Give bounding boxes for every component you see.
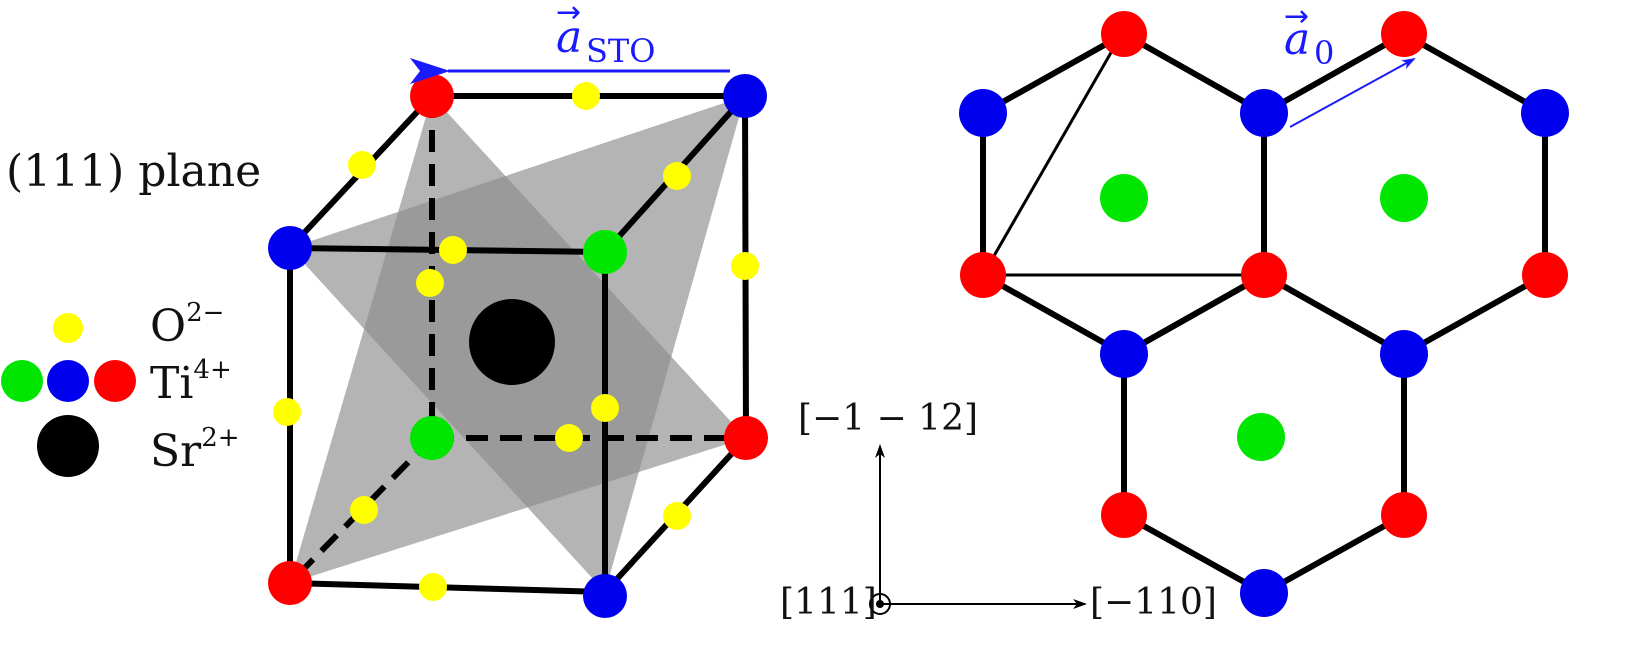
ti-atom-red [1522,252,1568,298]
ti-atom-green [583,230,627,274]
ti-atom-green [1237,413,1285,461]
axis-out-label: [111] [780,582,877,623]
a0-subscript: 0 [1314,34,1334,72]
legend-sr-label: Sr2+ [150,423,240,477]
ti-atom-blue [1521,89,1569,137]
a0-vector [1289,58,1416,128]
ti-atom-red [268,561,312,605]
ti-atom-red [1381,11,1427,57]
legend-sr-swatch [37,415,99,477]
legend-o-label: O2− [150,298,224,352]
ti-atom-blue [1380,330,1428,378]
a0-arrow: → [1284,0,1309,34]
hex-lattice: → a 0 [959,0,1569,617]
ti-atom-blue [1100,330,1148,378]
a-sto-label: a [556,12,582,63]
legend-ti-red-swatch [94,360,136,402]
ti-atom-green [410,416,454,460]
o-atom [348,151,376,179]
ti-atom-blue [268,226,312,270]
o-atom [439,236,467,264]
ti-atom-red [724,416,768,460]
ti-atom-blue [723,74,767,118]
o-atom [591,394,619,422]
oxygen-atoms [273,82,759,601]
o-atom [555,424,583,452]
a0-label: a [1284,14,1310,65]
ti-atom-green [1380,174,1428,222]
ti-atom-red [1241,252,1287,298]
o-atom [350,496,378,524]
axis-out-ring [869,593,891,615]
cubic-cell: a → STO [268,0,768,618]
ti-atom-red [410,74,454,118]
o-atom [416,269,444,297]
o-atom [273,398,301,426]
o-atom [663,502,691,530]
plane-label: (111) plane [6,146,261,197]
axis-out-dot [876,600,884,608]
axis-right-label: [−110] [1090,582,1217,623]
ti-atom-blue [959,89,1007,137]
axis-up-label: [−1 − 12] [798,398,978,439]
o-atom [663,162,691,190]
ti-atom-green [1100,174,1148,222]
ti-atom-blue [1240,569,1288,617]
a-sto-arrow: → [556,0,581,30]
a-sto-subscript: STO [586,32,656,70]
sr-atom-center [469,299,555,385]
ti-atom-blue [1240,89,1288,137]
legend-ti-label: Ti4+ [150,355,232,409]
legend: O2− Ti4+ Sr2+ [1,298,240,477]
cube-hidden-edges [287,96,746,586]
ti-atom-red [1101,492,1147,538]
legend-ti-green-swatch [1,360,43,402]
o-atom [731,252,759,280]
axes: [−1 − 12] [−110] [111] [780,398,1217,623]
ti-atom-red [1101,11,1147,57]
legend-ti-blue-swatch [47,360,89,402]
o-atom [419,573,447,601]
o-atom [572,82,600,110]
lattice-vector-up [981,35,1122,276]
ti-atom-red [960,252,1006,298]
ti-atom-red [1381,492,1427,538]
ti-atom-blue [583,574,627,618]
legend-o-swatch [53,313,83,343]
